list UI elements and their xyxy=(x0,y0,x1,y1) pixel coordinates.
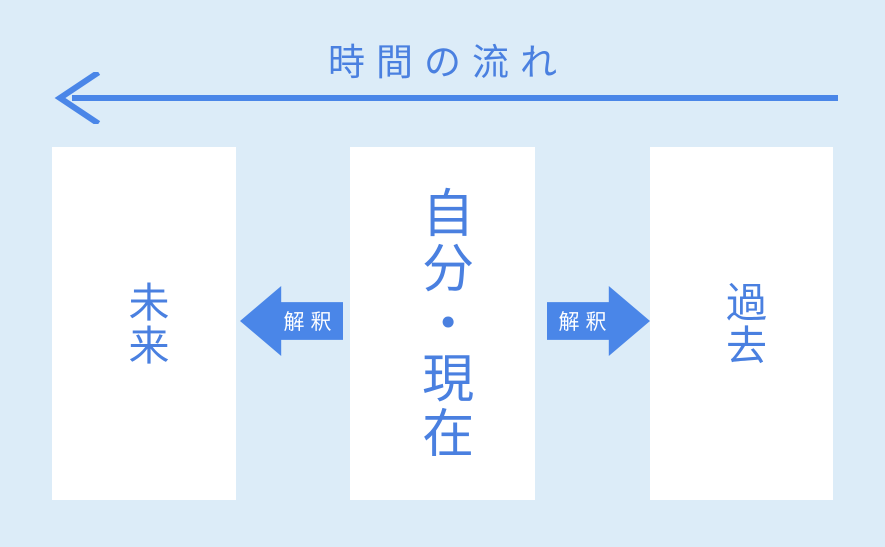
period-box-present: 自分・現在 xyxy=(350,147,535,500)
connector-interpret-future: 解釈 xyxy=(240,286,343,356)
period-box-future: 未来 xyxy=(52,147,236,500)
connector-interpret-past: 解釈 xyxy=(547,286,650,356)
page-title: 時間の流れ xyxy=(328,41,568,84)
time-flow-arrow xyxy=(52,69,838,127)
connector-label-interpret-past: 解釈 xyxy=(558,310,613,334)
connector-label-interpret-future: 解釈 xyxy=(283,310,338,334)
time-flow-arrow-icon xyxy=(54,69,838,127)
period-label-future: 未来 xyxy=(120,280,169,367)
period-box-past: 過去 xyxy=(650,147,833,500)
period-label-present: 自分・現在 xyxy=(412,186,473,461)
period-label-past: 過去 xyxy=(718,280,767,367)
